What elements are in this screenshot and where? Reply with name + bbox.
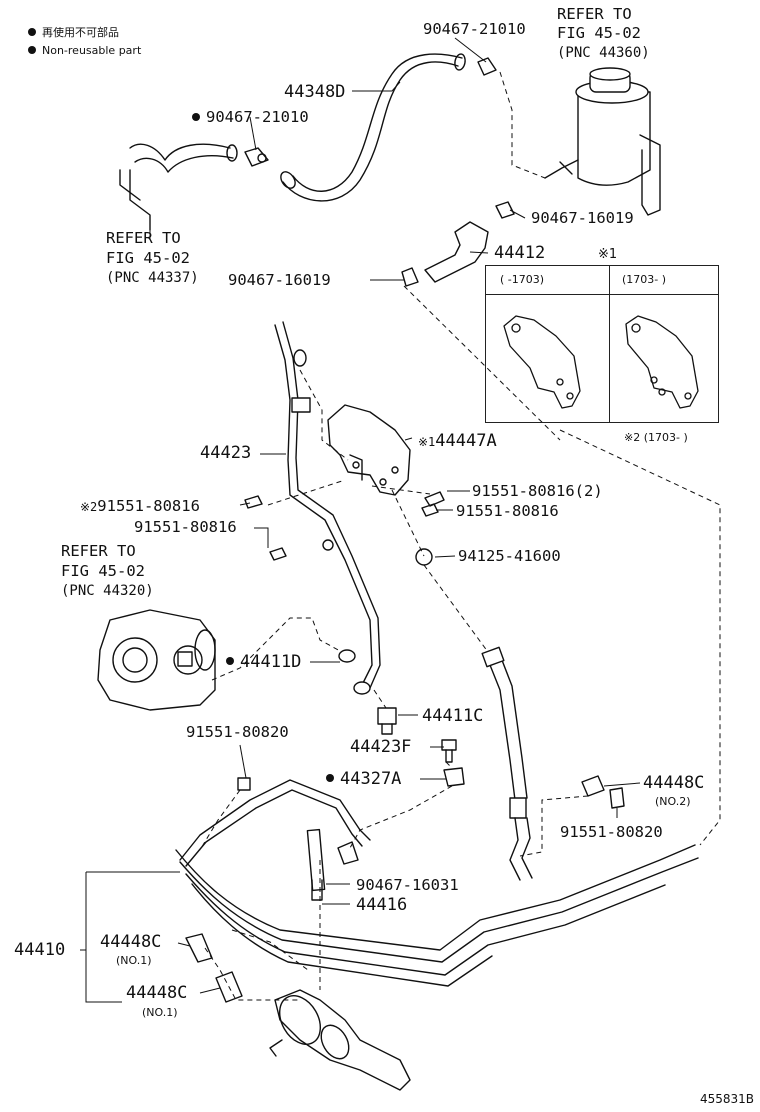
part-44348d[interactable]: 44348D xyxy=(284,82,346,102)
part-90467-16019-right[interactable]: 90467-16019 xyxy=(531,209,634,227)
variant-caption-right: (1703- ) xyxy=(622,273,667,286)
reference-pump-line2: FIG 45-02 xyxy=(61,562,145,580)
non-reusable-bullet-icon xyxy=(28,46,36,54)
part-44448c-right[interactable]: 44448C xyxy=(643,773,705,793)
part-44412[interactable]: 44412 xyxy=(494,243,546,263)
part-44423f[interactable]: 44423F xyxy=(350,737,412,757)
reference-reservoir-line2: FIG 45-02 xyxy=(557,24,641,42)
part-44448c-right-sub: (NO.2) xyxy=(655,795,691,808)
bracket-44447a-illustration xyxy=(327,404,411,496)
part-90467-16031[interactable]: 90467-16031 xyxy=(356,876,459,894)
hose-44348d-illustration xyxy=(244,53,497,202)
part-90467-16019-left[interactable]: 90467-16019 xyxy=(228,271,331,289)
reference-hose-line2: FIG 45-02 xyxy=(106,249,190,267)
part-44423[interactable]: 44423 xyxy=(200,443,252,463)
part-91551-80816-b[interactable]: 91551-80816 xyxy=(134,518,237,536)
return-hose-illustration xyxy=(481,646,528,819)
part-44447a[interactable]: ※144447A xyxy=(418,431,497,451)
legend-item-jp: 再使用不可部品 xyxy=(28,26,119,40)
legend-item-en: Non-reusable part xyxy=(28,44,141,58)
variant-note: ※2 (1703- ) xyxy=(624,431,688,444)
part-44448c-a[interactable]: 44448C xyxy=(100,932,162,952)
part-44411c[interactable]: 44411C xyxy=(422,706,484,726)
part-91551-80820-right[interactable]: 91551-80820 xyxy=(560,823,663,841)
reference-hose-line1: REFER TO xyxy=(106,229,181,247)
reference-pump-line3: (PNC 44320) xyxy=(61,583,154,599)
variant-panel-mark: ※1 xyxy=(598,247,618,262)
part-94125-41600[interactable]: 94125-41600 xyxy=(458,547,561,565)
part-44411d[interactable]: 44411D xyxy=(226,653,301,671)
steering-gear-illustration xyxy=(269,989,411,1091)
non-reusable-bullet-icon xyxy=(192,112,200,121)
reference-reservoir-line1: REFER TO xyxy=(557,5,632,23)
part-44448c-b[interactable]: 44448C xyxy=(126,983,188,1003)
reference-hose-illustration xyxy=(119,143,238,231)
part-91551-80816-star[interactable]: ※291551-80816 xyxy=(80,497,200,515)
pipe-assembly-44410-illustration xyxy=(175,779,699,1003)
part-90467-21010-left[interactable]: 90467-21010 xyxy=(192,108,309,126)
part-44410[interactable]: 44410 xyxy=(14,940,66,960)
hose-44412-illustration xyxy=(401,201,515,287)
reservoir-illustration xyxy=(544,67,661,216)
reference-reservoir-line3: (PNC 44360) xyxy=(557,45,650,61)
part-44416[interactable]: 44416 xyxy=(356,895,408,915)
dashed-guides xyxy=(199,71,721,1001)
tube-44423-illustration xyxy=(274,321,381,695)
variant-caption-left: ( -1703) xyxy=(500,273,545,286)
variant-panel: ( -1703) (1703- ) xyxy=(485,265,719,423)
non-reusable-bullet-icon xyxy=(28,28,36,36)
part-44327a[interactable]: 44327A xyxy=(326,770,401,788)
non-reusable-bullet-icon xyxy=(326,774,334,782)
figure-number: 455831B xyxy=(699,1092,754,1106)
part-44448c-b-sub: (NO.1) xyxy=(142,1006,178,1019)
variant-bracket-illustrations xyxy=(503,315,699,409)
part-91551-80816-a[interactable]: 91551-80816 xyxy=(456,502,559,520)
bolts-illustration xyxy=(237,491,625,809)
part-91551-80816-2[interactable]: 91551-80816(2) xyxy=(472,482,603,500)
pump-illustration xyxy=(97,609,216,711)
part-44448c-a-sub: (NO.1) xyxy=(116,954,152,967)
leader-lines xyxy=(80,37,641,1003)
reference-hose-line3: (PNC 44337) xyxy=(106,270,199,286)
reference-pump-line1: REFER TO xyxy=(61,542,136,560)
non-reusable-bullet-icon xyxy=(226,657,234,665)
part-90467-21010-top[interactable]: 90467-21010 xyxy=(423,20,526,38)
part-91551-80820-top[interactable]: 91551-80820 xyxy=(186,723,289,741)
